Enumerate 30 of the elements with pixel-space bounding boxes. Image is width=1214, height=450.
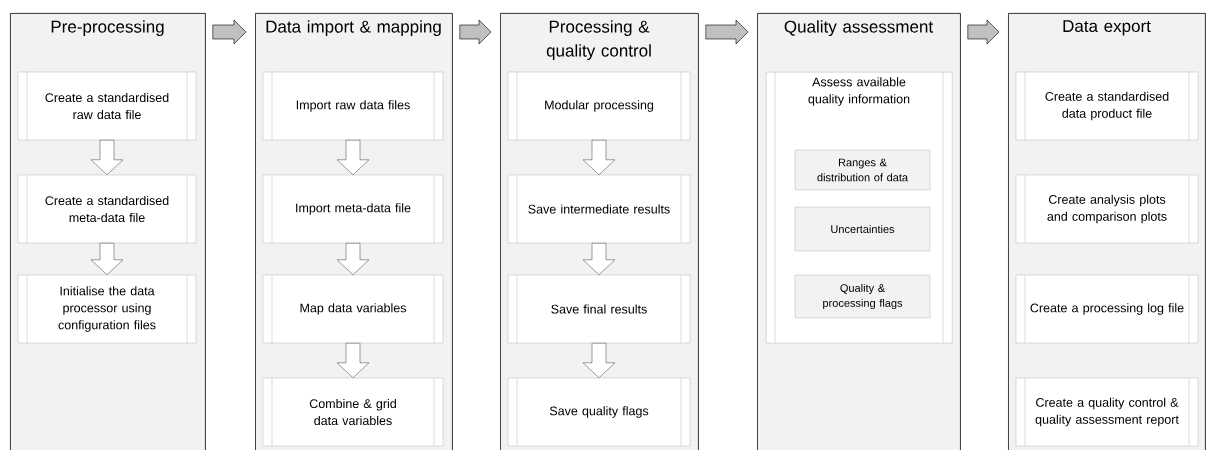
block-arrow <box>212 19 247 45</box>
block-arrow <box>336 342 370 379</box>
process-box: Save final results <box>507 274 691 344</box>
block-arrow <box>967 19 1000 45</box>
category-box: Ranges & distribution of data <box>794 149 931 191</box>
process-box: Create a processing log file <box>1015 274 1199 344</box>
block-arrow <box>90 139 124 176</box>
block-arrow <box>459 19 492 45</box>
process-box: Import meta-data file <box>262 174 444 244</box>
block-arrow <box>336 242 370 276</box>
category-box: Uncertainties <box>794 206 931 252</box>
process-box: Create a quality control & quality assessment report <box>1015 377 1199 447</box>
process-box: Save quality flags <box>507 377 691 447</box>
block-arrow <box>336 139 370 176</box>
process-box: Modular processing <box>507 71 691 141</box>
process-box: Import raw data files <box>262 71 444 141</box>
process-box: Save intermediate results <box>507 174 691 244</box>
process-box: Combine & grid data variables <box>262 377 444 447</box>
block-arrow <box>705 19 749 45</box>
process-box: Map data variables <box>262 274 444 344</box>
category-box: Quality & processing flags <box>794 274 931 319</box>
block-arrow <box>90 242 124 276</box>
process-box: Create a standardised data product file <box>1015 71 1199 141</box>
process-box: Create a standardised meta-data file <box>17 174 197 244</box>
process-box: Create a standardised raw data file <box>17 71 197 141</box>
block-arrow <box>582 342 616 379</box>
block-arrow <box>582 139 616 176</box>
process-box: Initialise the data processor using configuration files <box>17 274 197 344</box>
process-box: Create analysis plots and comparison plots <box>1015 174 1199 244</box>
block-arrow <box>582 242 616 276</box>
